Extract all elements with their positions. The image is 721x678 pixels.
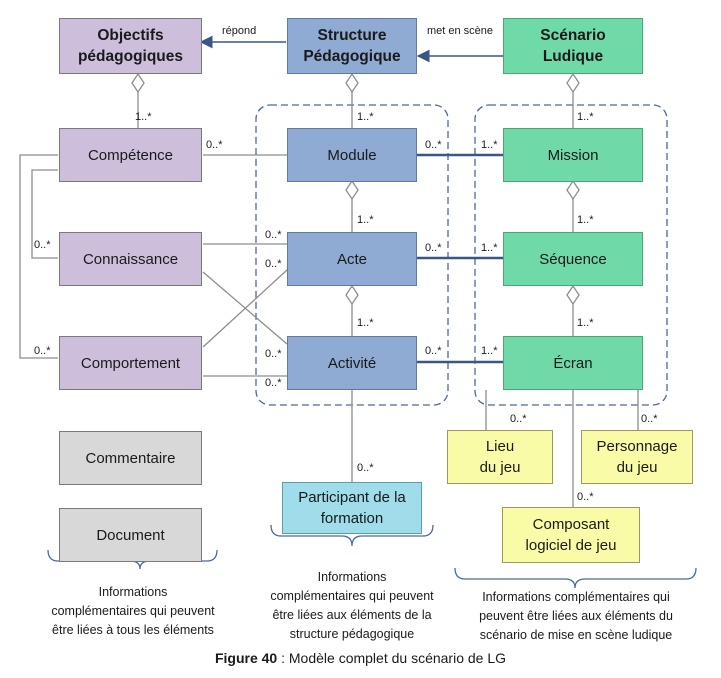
module-box[interactable]: Module [287,128,417,182]
connaissance-box[interactable]: Connaissance [59,232,202,286]
module-label: Module [327,146,377,164]
multiplicity-acte-lower: 0..* [265,258,282,270]
commentaire-label: Commentaire [85,449,176,467]
scenario-ludique-label: Scénario Ludique [540,27,606,65]
multiplicity-scenario-mission: 1..* [577,111,594,123]
mission-label: Mission [547,146,599,164]
structure-pedagogique-label: Structure Pédagogique [303,27,401,65]
connaissance-label: Connaissance [82,250,179,268]
multiplicity-connaissance-side: 0..* [34,239,51,251]
multiplicity-mission-sequence: 1..* [577,214,594,226]
figure-caption: Figure 40 : Modèle complet du scénario d… [0,650,721,666]
multiplicity-acte-sequence-right: 1..* [481,242,498,254]
multiplicity-ecran-personnage: 0..* [641,413,658,425]
scenario-ludique-box[interactable]: Scénario Ludique [503,18,643,74]
multiplicity-activite-participant: 0..* [357,462,374,474]
competence-box[interactable]: Compétence [59,128,202,182]
multiplicity-acte-sequence-left: 0..* [425,242,442,254]
multiplicity-objectifs-competence: 1..* [135,111,152,123]
mission-box[interactable]: Mission [503,128,643,182]
personnage-du-jeu-label: Personnage du jeu [596,438,678,476]
multiplicity-comportement-side: 0..* [34,345,51,357]
ecran-box[interactable]: Écran [503,336,643,390]
multiplicity-activite-ecran-right: 1..* [481,345,498,357]
composant-logiciel-label: Composant logiciel de jeu [525,516,617,554]
ecran-label: Écran [553,354,593,372]
sequence-box[interactable]: Séquence [503,232,643,286]
multiplicity-ecran-composant: 0..* [577,491,594,503]
multiplicity-sequence-ecran: 1..* [577,317,594,329]
acte-box[interactable]: Acte [287,232,417,286]
multiplicity-module-mission-right: 1..* [481,139,498,151]
activite-label: Activité [327,354,377,372]
multiplicity-acte-upper: 0..* [265,229,282,241]
multiplicity-structure-module: 1..* [357,111,374,123]
participant-label: Participant de la formation [298,489,406,527]
personnage-du-jeu-box[interactable]: Personnage du jeu [581,430,693,484]
multiplicity-activite-lower: 0..* [265,377,282,389]
multiplicity-module-acte: 1..* [357,214,374,226]
association-lines [19,154,639,507]
lieu-du-jeu-box[interactable]: Lieu du jeu [447,430,553,484]
comportement-box[interactable]: Comportement [59,336,202,390]
commentaire-box[interactable]: Commentaire [59,431,202,485]
multiplicity-acte-activite: 1..* [357,317,374,329]
aggregation-links [131,72,580,336]
multiplicity-ecran-lieu: 0..* [510,413,527,425]
multiplicity-activite-upper: 0..* [265,348,282,360]
document-box[interactable]: Document [59,508,202,562]
multiplicity-module-mission-left: 0..* [425,139,442,151]
competence-label: Compétence [87,146,174,164]
objectifs-pedagogiques-box[interactable]: Objectifs pédagogiques [59,18,202,74]
scenario-group-frame [474,104,668,406]
objectifs-pedagogiques-label: Objectifs pédagogiques [77,27,184,65]
note-all-elements: Informations complémentaires qui peuvent… [51,585,215,637]
sequence-label: Séquence [539,250,607,268]
structure-pedagogique-box[interactable]: Structure Pédagogique [287,18,417,74]
participant-box[interactable]: Participant de la formation [282,482,422,534]
note-structure-elements: Informations complémentaires qui peuvent… [270,570,434,641]
repond-label: répond [222,25,257,37]
document-label: Document [96,526,165,544]
structure-scenario-links [417,153,503,364]
comportement-label: Comportement [80,354,181,372]
multiplicity-competence-module: 0..* [206,139,223,151]
met-en-scene-label: met en scène [427,25,494,37]
grouping-braces [47,524,697,589]
lieu-du-jeu-label: Lieu du jeu [479,438,521,476]
figure-caption-text: : Modèle complet du scénario de LG [277,650,507,666]
acte-label: Acte [336,250,367,268]
figure-number: Figure 40 [214,650,278,666]
activite-box[interactable]: Activité [287,336,417,390]
multiplicity-activite-ecran-left: 0..* [425,345,442,357]
composant-logiciel-box[interactable]: Composant logiciel de jeu [502,507,640,563]
note-scenario-elements: Informations complémentaires qui peuvent… [479,590,673,642]
